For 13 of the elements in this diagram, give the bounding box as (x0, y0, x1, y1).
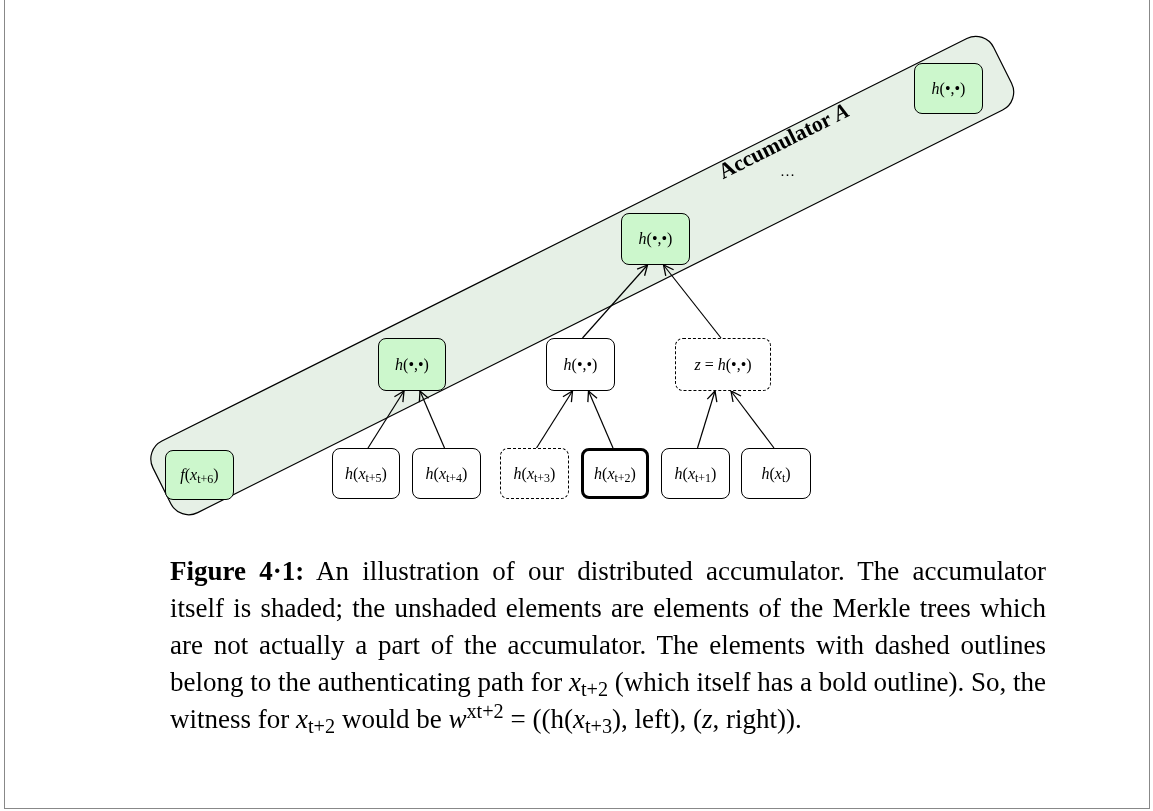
arrow (418, 390, 446, 449)
arrow (730, 390, 775, 449)
figure-caption: Figure 4·1: An illustration of our distributed accumulator. The accumulator itself is shaded; the unshaded elements are elements of the Merkle trees which are not actually a part of the accumulator. The elements with dashed outlines belong to the authenticating path for x$_{t+2}$ (which itself has a bold outline). So, the witness for x$_{t+2}$ would be w$^{xt+2}$ = ((h(x$_{t+3}$), left), (z, right)). (170, 555, 1046, 738)
hash-node: h(•,•) (914, 63, 983, 114)
arrow (587, 390, 614, 449)
arrow (662, 264, 722, 339)
hash-node: f(x$_{t+6}$) (165, 450, 234, 500)
arrow (696, 390, 718, 449)
arrow (535, 390, 574, 449)
ellipsis-label: … (780, 163, 795, 181)
hash-node: h(•,•) (621, 213, 690, 265)
hash-node: h(•,•) (378, 338, 446, 391)
arrow (367, 390, 405, 449)
